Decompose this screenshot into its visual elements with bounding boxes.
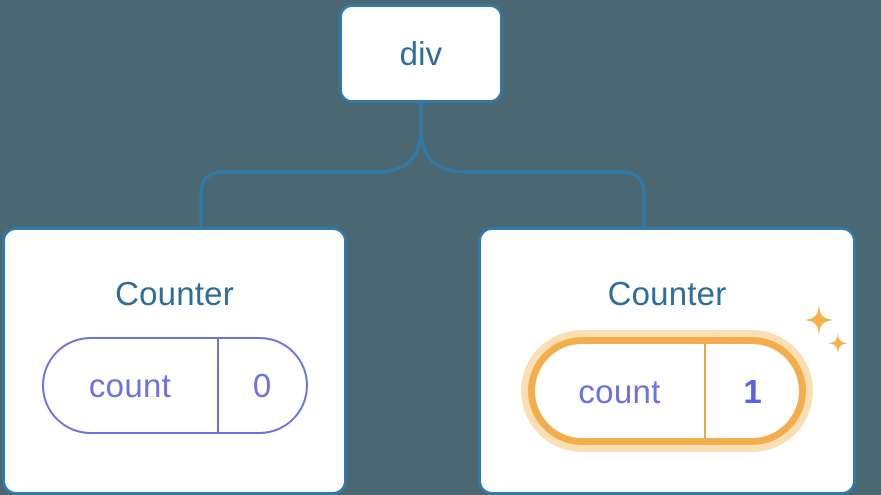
tree-node-root[interactable]: div — [339, 4, 503, 103]
tree-node-counter-right[interactable]: Counter count 1 — [478, 227, 856, 495]
state-value-label: 1 — [743, 372, 762, 410]
state-pill-key-cell: count — [44, 339, 217, 432]
sparkle-large-icon — [804, 305, 834, 335]
state-pill[interactable]: count 0 — [41, 337, 308, 434]
sparkles-group — [804, 305, 849, 354]
sparkle-small-icon — [827, 333, 849, 354]
state-pill-wrapper: count 0 — [41, 337, 308, 434]
state-value-label: 0 — [252, 367, 272, 404]
state-key-label: count — [578, 372, 661, 410]
root-node-label: div — [399, 35, 443, 72]
state-pill-key-cell: count — [535, 344, 704, 438]
card-title: Counter — [607, 275, 727, 312]
state-pill-highlighted[interactable]: count 1 — [528, 337, 806, 445]
card-title: Counter — [115, 275, 234, 312]
state-pill-value-cell: 0 — [216, 339, 306, 432]
tree-node-counter-left[interactable]: Counter count 0 — [2, 227, 347, 495]
state-pill-wrapper: count 1 — [528, 305, 849, 445]
state-pill-value-cell: 1 — [704, 344, 799, 438]
state-key-label: count — [88, 367, 172, 404]
